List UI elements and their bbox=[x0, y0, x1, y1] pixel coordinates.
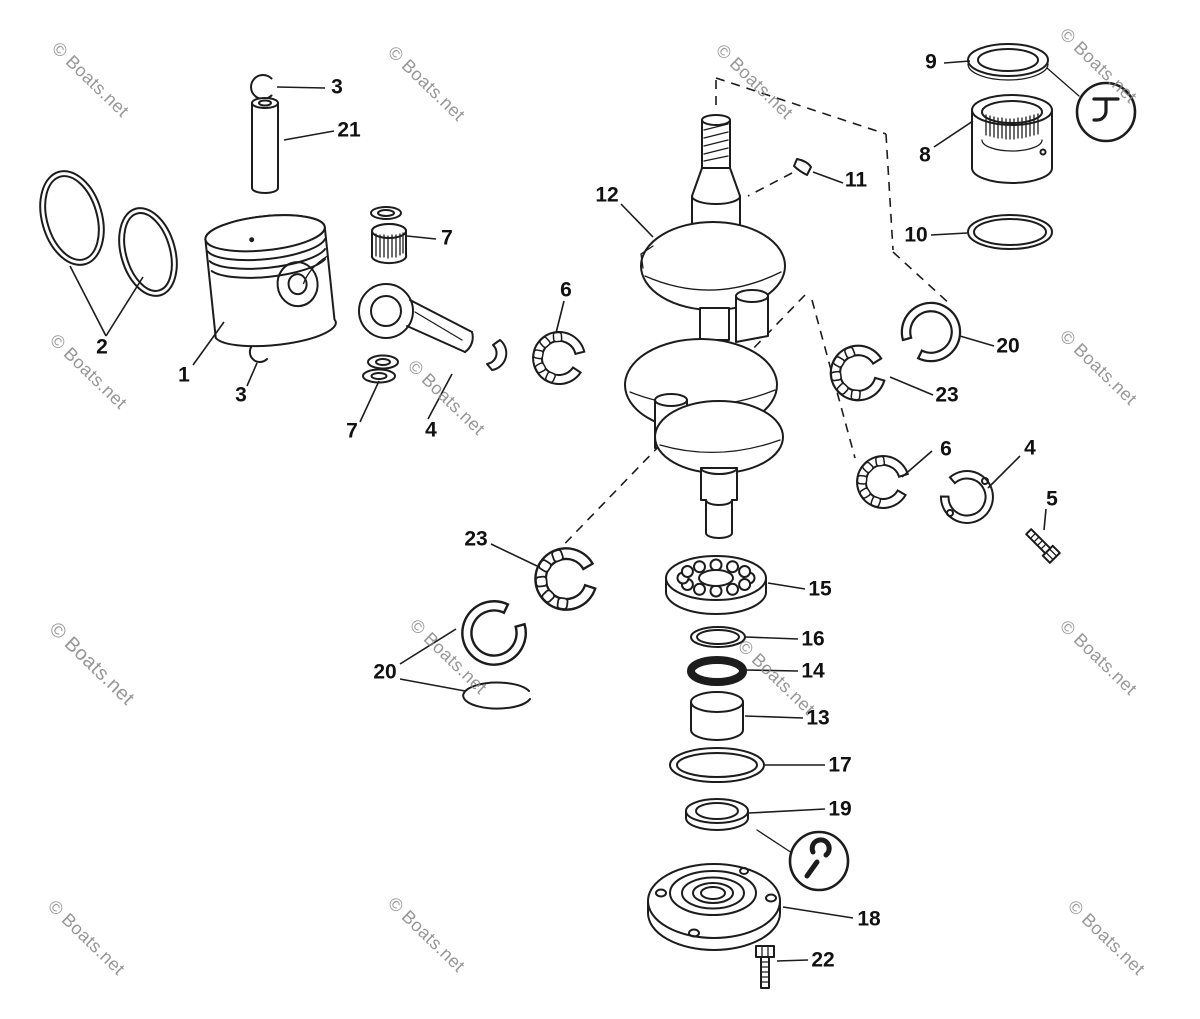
part-callout: 22 bbox=[811, 948, 835, 972]
part-callout: 20 bbox=[373, 660, 397, 684]
part-callout: 13 bbox=[806, 706, 830, 730]
part-callout: 3 bbox=[235, 383, 247, 407]
part-callout: 5 bbox=[1046, 487, 1058, 511]
dowel-pin bbox=[793, 158, 812, 176]
bearing-cage-right-23 bbox=[826, 341, 888, 405]
piston-pin bbox=[251, 97, 279, 194]
rod-cap-bolt-holes bbox=[946, 477, 989, 517]
part-callout: 9 bbox=[925, 50, 937, 74]
part-callout: 11 bbox=[844, 168, 868, 192]
piston bbox=[204, 214, 337, 348]
upper-o-ring bbox=[967, 214, 1053, 250]
part-callout: 19 bbox=[828, 797, 852, 821]
crankshaft bbox=[624, 114, 786, 539]
part-callout: 18 bbox=[857, 907, 881, 931]
upper-bearing-housing bbox=[971, 94, 1053, 184]
part-callout: 12 bbox=[595, 183, 619, 207]
part-callout: 21 bbox=[337, 118, 361, 142]
flange-bolt-22 bbox=[755, 945, 775, 989]
part-callout: 23 bbox=[935, 383, 959, 407]
end-cap-housing-18 bbox=[647, 863, 781, 951]
bearing-cage-right-6 bbox=[853, 452, 911, 512]
part-callout: 3 bbox=[331, 75, 343, 99]
wrench-tool-icon bbox=[756, 829, 850, 892]
part-callout: 7 bbox=[441, 226, 453, 250]
part-callout: 16 bbox=[801, 627, 825, 651]
spacer-cup-13 bbox=[690, 691, 744, 741]
o-ring-17 bbox=[669, 747, 765, 783]
part-callout: 4 bbox=[1024, 436, 1036, 460]
part-callout: 23 bbox=[464, 527, 488, 551]
rod-cap bbox=[933, 462, 1003, 533]
retainer-open-ring bbox=[462, 681, 531, 710]
part-callout: 17 bbox=[828, 753, 852, 777]
part-callout: 6 bbox=[940, 437, 952, 461]
part-callout: 6 bbox=[560, 278, 572, 302]
needle-bearing-upper bbox=[370, 206, 408, 265]
cap-bolt bbox=[1025, 528, 1061, 564]
bearing-cage-left bbox=[527, 326, 588, 389]
washer-16 bbox=[690, 626, 746, 648]
part-callout: 10 bbox=[904, 223, 928, 247]
connecting-rod bbox=[358, 283, 508, 371]
seal-19 bbox=[685, 798, 749, 831]
leader-lines bbox=[69, 60, 1047, 962]
part-callout: 8 bbox=[919, 143, 931, 167]
part-callout: 2 bbox=[96, 335, 108, 359]
part-callout: 15 bbox=[808, 577, 832, 601]
main-ball-bearing bbox=[665, 555, 767, 615]
thrust-washers-lower bbox=[362, 354, 399, 384]
piston-rings bbox=[39, 170, 178, 297]
part-callout: 20 bbox=[996, 334, 1020, 358]
retaining-tool-icon bbox=[1046, 67, 1137, 143]
bearing-cage-lower-left bbox=[531, 544, 599, 614]
part-callout: 14 bbox=[801, 659, 825, 683]
part-callout: 4 bbox=[425, 418, 437, 442]
part-callout: 1 bbox=[178, 363, 190, 387]
seal-ring-14 bbox=[687, 656, 747, 686]
part-callout: 7 bbox=[346, 419, 358, 443]
bearing-shell-right bbox=[890, 289, 974, 373]
upper-seal bbox=[967, 43, 1049, 81]
